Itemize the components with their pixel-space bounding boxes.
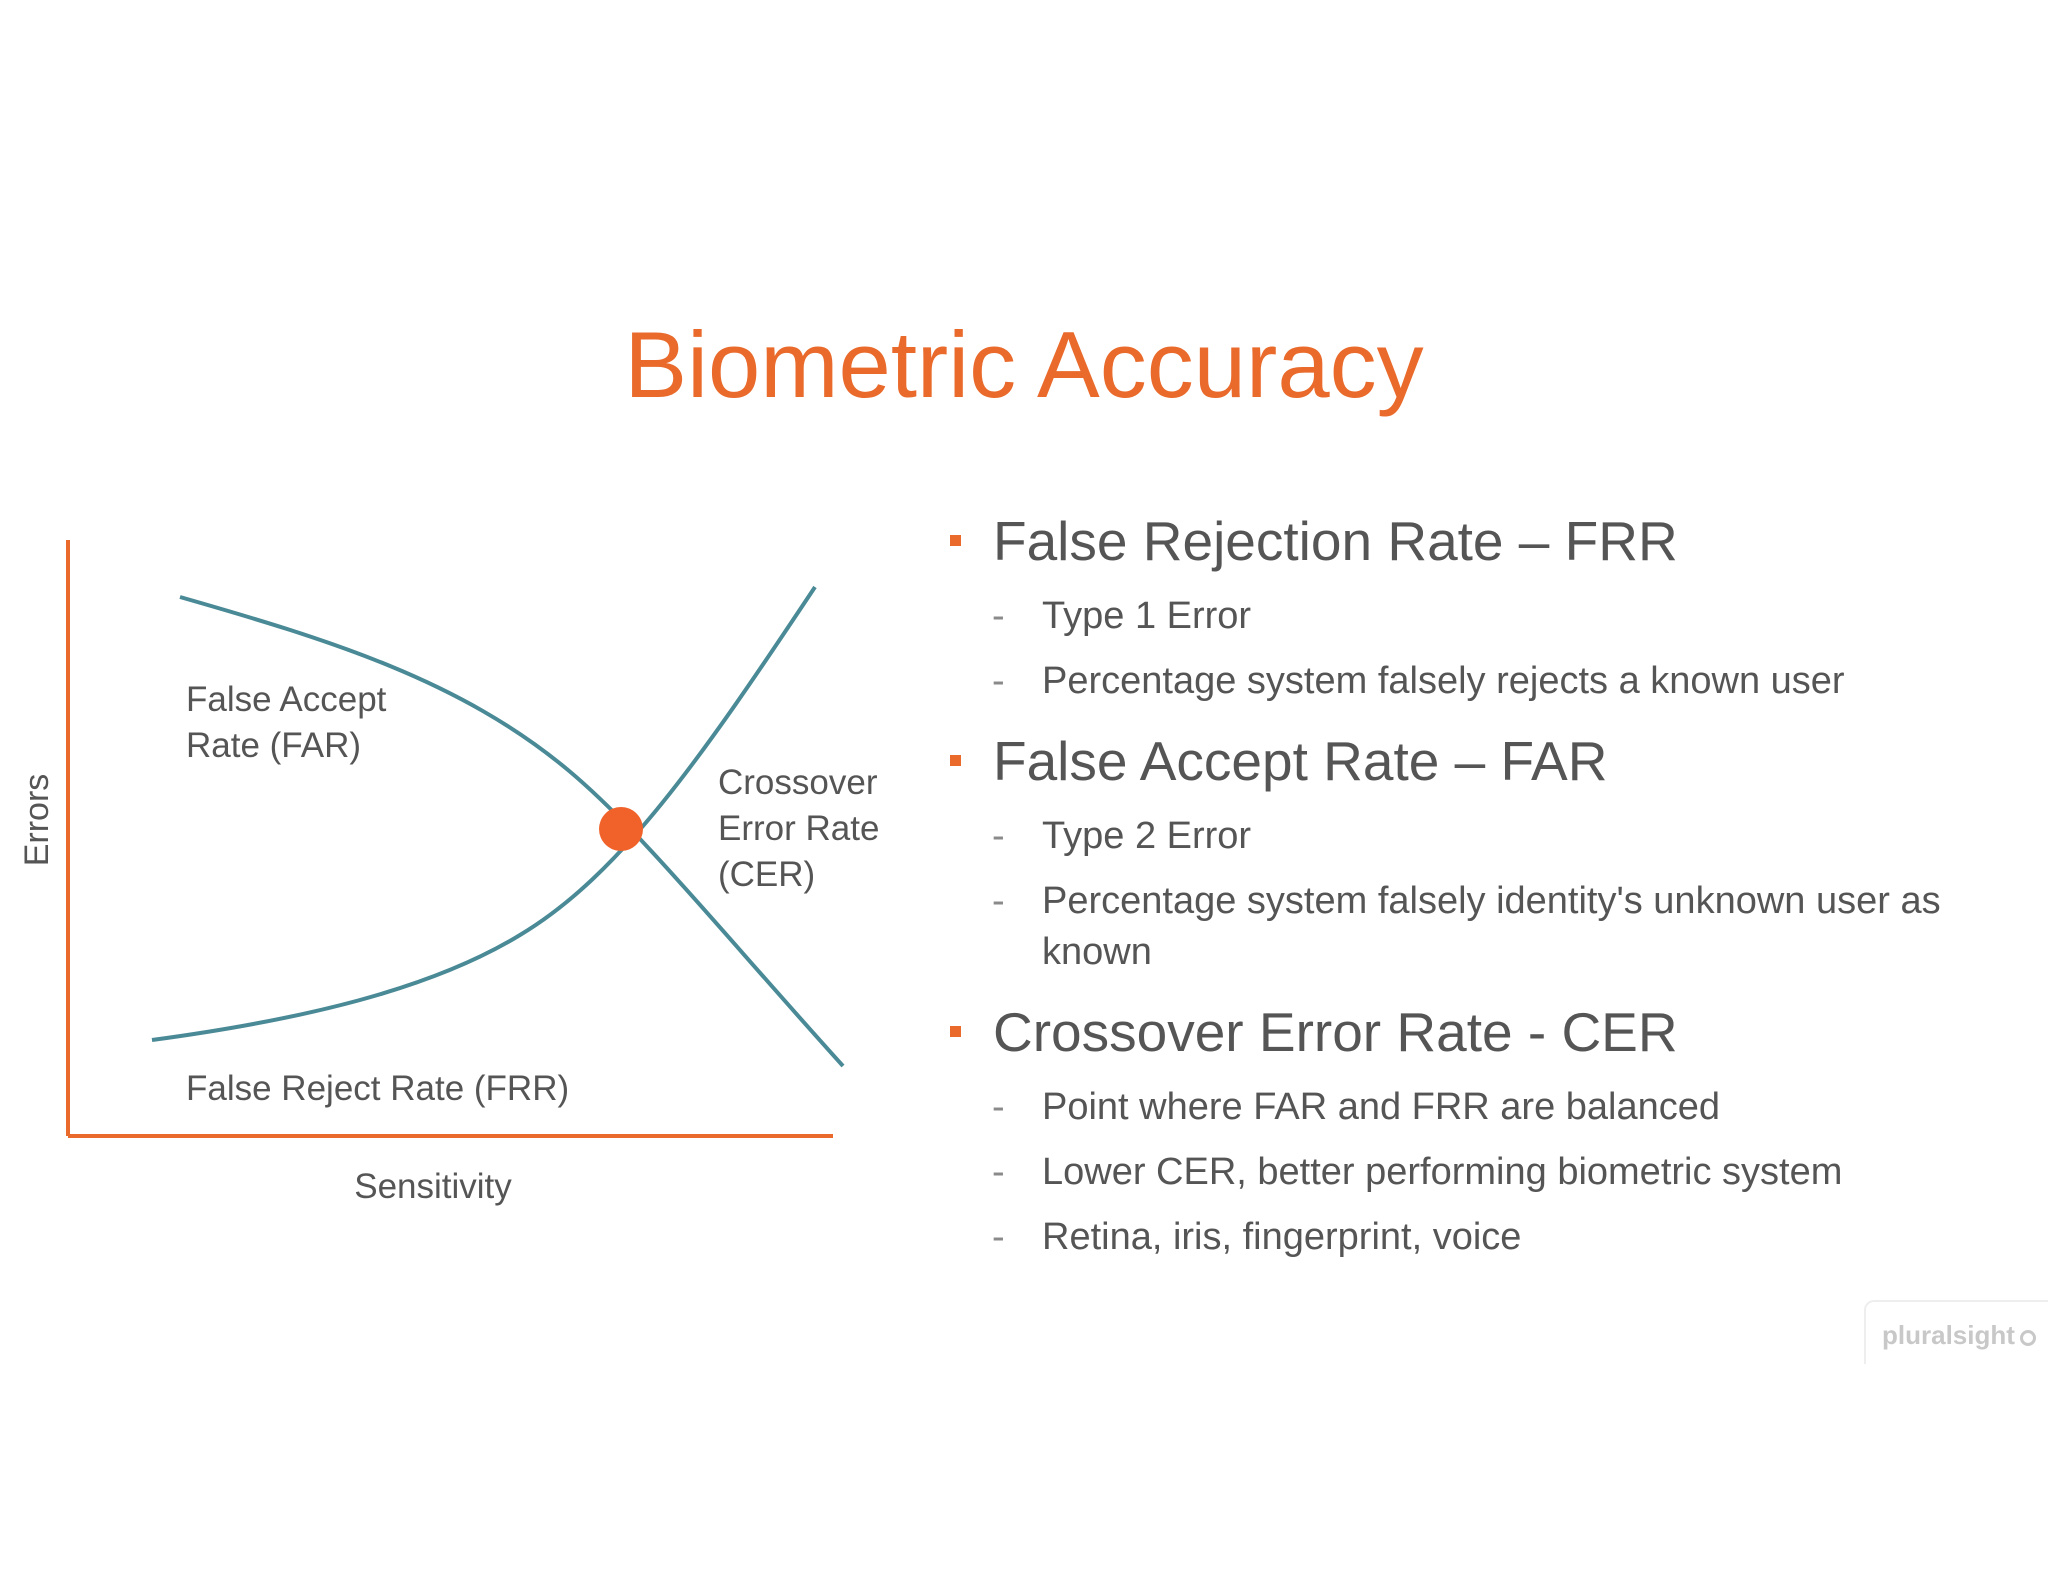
sub-bullet: - Lower CER, better performing biometric… xyxy=(940,1147,2020,1198)
crossover-point xyxy=(599,807,643,851)
slide-title: Biometric Accuracy xyxy=(624,312,1424,417)
bullet-heading: False Rejection Rate – FRR xyxy=(940,505,2020,577)
bullet-list: False Rejection Rate – FRR - Type 1 Erro… xyxy=(940,505,2020,1281)
square-bullet-icon xyxy=(950,755,961,766)
sub-bullet: - Retina, iris, fingerprint, voice xyxy=(940,1212,2020,1263)
cer-label-line2: Error Rate xyxy=(718,809,879,848)
far-label-line1: False Accept xyxy=(186,680,387,719)
bullet-heading-text: False Rejection Rate – FRR xyxy=(993,510,1678,572)
x-axis-label: Sensitivity xyxy=(354,1167,512,1206)
sub-bullet-text: Type 1 Error xyxy=(1042,595,1252,637)
sub-bullet: - Percentage system falsely identity's u… xyxy=(940,876,2020,978)
dash-bullet-icon: - xyxy=(992,595,1005,637)
dash-bullet-icon: - xyxy=(992,1086,1005,1128)
sub-bullet-text: Percentage system falsely identity's unk… xyxy=(1042,880,1941,973)
dash-bullet-icon: - xyxy=(992,1151,1005,1193)
frr-label: False Reject Rate (FRR) xyxy=(186,1069,569,1108)
sub-bullet: - Point where FAR and FRR are balanced xyxy=(940,1082,2020,1133)
pluralsight-watermark: pluralsight xyxy=(1864,1300,2048,1364)
bullet-group-far: False Accept Rate – FAR - Type 2 Error -… xyxy=(940,725,2020,978)
bullet-heading-text: False Accept Rate – FAR xyxy=(993,730,1608,792)
sub-bullet: - Percentage system falsely rejects a kn… xyxy=(940,656,2020,707)
bullet-heading: False Accept Rate – FAR xyxy=(940,725,2020,797)
dash-bullet-icon: - xyxy=(992,1216,1005,1258)
bullet-group-cer: Crossover Error Rate - CER - Point where… xyxy=(940,996,2020,1263)
sub-bullet-text: Percentage system falsely rejects a know… xyxy=(1042,660,1845,702)
dash-bullet-icon: - xyxy=(992,880,1005,922)
far-label-line2: Rate (FAR) xyxy=(186,726,361,765)
y-axis-label: Errors xyxy=(18,774,56,867)
cer-label-line1: Crossover xyxy=(718,763,878,802)
sub-bullet-text: Type 2 Error xyxy=(1042,815,1252,857)
sub-bullet-text: Point where FAR and FRR are balanced xyxy=(1042,1086,1721,1128)
dash-bullet-icon: - xyxy=(992,815,1005,857)
play-circle-icon xyxy=(2020,1330,2036,1346)
dash-bullet-icon: - xyxy=(992,660,1005,702)
sub-bullet-text: Retina, iris, fingerprint, voice xyxy=(1042,1216,1522,1258)
cer-label-line3: (CER) xyxy=(718,855,815,894)
bullet-heading-text: Crossover Error Rate - CER xyxy=(993,1001,1678,1063)
brand-logo-text: pluralsight xyxy=(1882,1320,2015,1350)
bullet-heading: Crossover Error Rate - CER xyxy=(940,996,2020,1068)
far-curve xyxy=(179,595,845,1068)
square-bullet-icon xyxy=(950,1026,961,1037)
bullet-group-frr: False Rejection Rate – FRR - Type 1 Erro… xyxy=(940,505,2020,707)
frr-curve xyxy=(151,585,817,1042)
sub-bullet: - Type 2 Error xyxy=(940,811,2020,862)
sub-bullet: - Type 1 Error xyxy=(940,591,2020,642)
sub-bullet-text: Lower CER, better performing biometric s… xyxy=(1042,1151,1843,1193)
square-bullet-icon xyxy=(950,535,961,546)
